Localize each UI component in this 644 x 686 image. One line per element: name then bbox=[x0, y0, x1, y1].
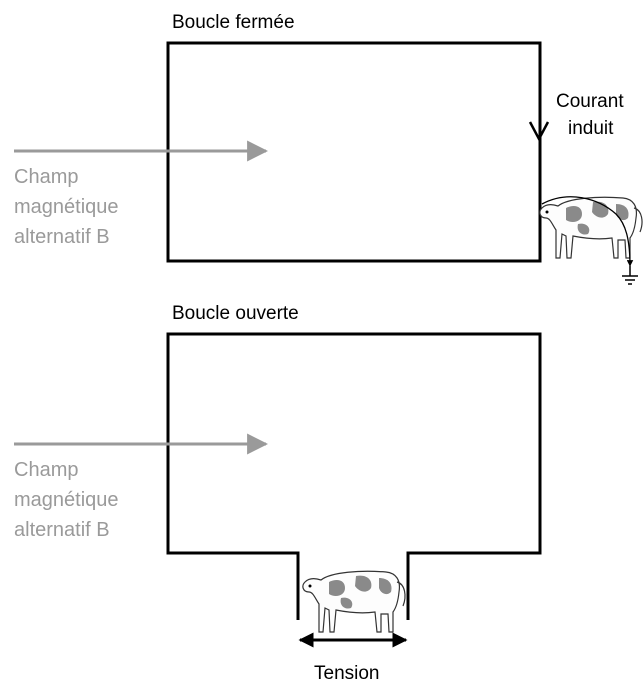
open-field-label-line2: magnétique bbox=[14, 489, 119, 511]
open-field-label-line1: Champ bbox=[14, 459, 79, 481]
voltage-label: Tension bbox=[314, 663, 380, 684]
open-loop-title: Boucle ouverte bbox=[172, 303, 299, 324]
closed-field-label-line2: magnétique bbox=[14, 196, 119, 218]
cow-open-loop bbox=[302, 570, 406, 633]
induced-current-arrow bbox=[528, 121, 550, 142]
closed-field-label-line3: alternatif B bbox=[14, 226, 110, 248]
cow-closed-loop bbox=[539, 196, 643, 267]
ground-symbol bbox=[622, 266, 638, 285]
current-label-line1: Courant bbox=[556, 91, 624, 112]
current-label-line2: induit bbox=[568, 118, 614, 139]
closed-field-label-line1: Champ bbox=[14, 166, 79, 188]
open-loop-wire bbox=[166, 332, 542, 620]
open-field-label-line3: alternatif B bbox=[14, 519, 110, 541]
closed-loop-title: Boucle fermée bbox=[172, 12, 295, 33]
